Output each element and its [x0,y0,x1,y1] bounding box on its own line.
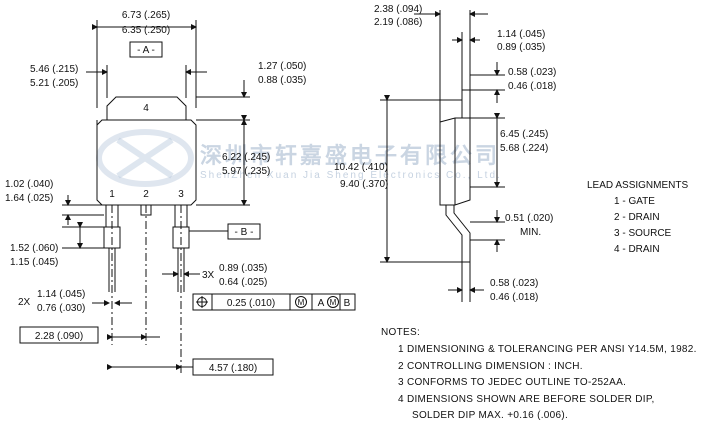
pin-2-label: 2 [143,189,149,200]
watermark-x-icon [116,137,174,179]
note-item: 3 CONFORMS TO JEDEC OUTLINE TO-252AA. [398,377,626,388]
lead-assignment-item: 1 - GATE [614,196,655,207]
span-label: 4.57 (.180) [209,363,257,374]
pin-stub-max-label: 1.02 (.040) [5,179,53,190]
note-item: 2 CONTROLLING DIMENSION : INCH. [398,361,583,372]
package-tab [106,96,187,120]
step-max-label: 0.58 (.023) [508,67,556,78]
width-min-label: 6.35 (.250) [122,25,170,36]
width-max-label: 6.73 (.265) [122,10,170,21]
note-item: 1 DIMENSIONING & TOLERANCING PER ANSI Y1… [398,344,697,355]
lead-t-min-label: 0.64 (.025) [219,277,267,288]
side-lead [445,205,471,263]
tab-width-max-label: 5.46 (.215) [30,64,78,75]
datum-a-box [129,41,163,58]
shoulder-max-label: 1.52 (.060) [10,243,58,254]
tab-len-min-label: 0.88 (.035) [258,75,306,86]
datum-b-box [227,223,261,240]
pin-stub-min-label: 1.64 (.025) [5,193,53,204]
tolerance-a-label: A [318,298,325,309]
notes-block: NOTES: 1 DIMENSIONING & TOLERANCING PER … [381,327,697,421]
lead-t-prefix-label: 3X [202,270,215,281]
span-box [192,358,274,376]
body-h-min-label: 5.97 (.235) [222,166,270,177]
overall-max-label: 10.42 (.410) [334,162,388,173]
tolerance-frame [192,293,356,311]
side-view-text: 2.38 (.094) 2.19 (.086) 1.14 (.045) 0.89… [334,4,556,303]
thick-max-label: 2.38 (.094) [374,4,422,15]
lead-assignment-item: 2 - DRAIN [614,212,660,223]
body-min-label: 5.68 (.224) [500,143,548,154]
side-tab [461,89,471,119]
tab-width-min-label: 5.21 (.205) [30,78,78,89]
tolerance-m1-label: M [298,298,305,307]
lead-t-min-side-label: 0.46 (.018) [490,292,538,303]
tolerance-m2-label: M [330,298,337,307]
lead-assignment-item: 3 - SOURCE [614,228,672,239]
shoulder-min-label: 1.15 (.045) [10,257,58,268]
note-item: SOLDER DIP MAX. +0.16 (.006). [412,410,568,421]
watermark-en-text: ShenZhen Xuan Jia Sheng Electronics Co.,… [200,170,502,181]
standoff-label: 0.51 (.020) [505,213,553,224]
standoff-note-label: MIN. [520,227,541,238]
tab-t-min-label: 0.89 (.035) [497,42,545,53]
front-view [19,20,356,376]
notes-title: NOTES: [381,327,420,338]
overall-min-label: 9.40 (.370) [340,179,388,190]
tab-t-max-label: 1.14 (.045) [497,29,545,40]
datum-a-label: - A - [137,45,155,56]
body-h-max-label: 6.22 (.245) [222,152,270,163]
datum-b-label: - B - [235,227,254,238]
front-view-text: 6.73 (.265) 6.35 (.250) - A - 5.46 (.215… [5,10,351,374]
lead-assignments-title: LEAD ASSIGNMENTS [587,180,688,191]
tab-len-max-label: 1.27 (.050) [258,61,306,72]
lead-t-max-label: 0.89 (.035) [219,263,267,274]
lead-assignments: LEAD ASSIGNMENTS 1 - GATE 2 - DRAIN 3 - … [587,180,688,255]
watermark-cn-text: 深圳市轩嘉盛电子有限公司 [200,143,500,169]
note-item: 4 DIMENSIONS SHOWN ARE BEFORE SOLDER DIP… [398,394,655,405]
watermark-logo-icon [96,129,194,187]
lead-t-max-side-label: 0.58 (.023) [490,278,538,289]
lead-w-max-label: 1.14 (.045) [37,289,85,300]
watermark: 深圳市轩嘉盛电子有限公司 ShenZhen Xuan Jia Sheng Ele… [96,129,502,187]
lead-w-min-label: 0.76 (.030) [37,303,85,314]
pin-3-label: 3 [178,189,184,200]
step-min-label: 0.46 (.018) [508,81,556,92]
package-body [96,119,197,206]
lead-assignment-item: 4 - DRAIN [614,244,660,255]
pin-4-label: 4 [143,103,149,114]
body-max-label: 6.45 (.245) [500,129,548,140]
thick-min-label: 2.19 (.086) [374,17,422,28]
pitch-label: 2.28 (.090) [35,331,83,342]
pin-1-label: 1 [109,189,115,200]
lead-w-prefix-label: 2X [18,297,31,308]
tolerance-value-label: 0.25 (.010) [227,298,275,309]
tolerance-b-label: B [344,298,351,309]
pitch-box [19,326,99,344]
side-view [380,10,505,302]
